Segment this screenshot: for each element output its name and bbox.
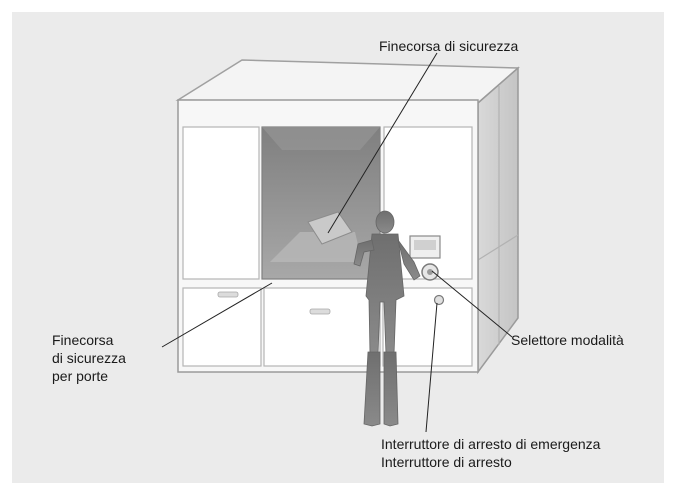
cabinet-right-side xyxy=(477,66,519,375)
inner-machine xyxy=(307,211,353,245)
door-safety-switch-label-line-1: Finecorsa xyxy=(52,332,114,348)
door-safety-switch-label-line-3: per porte xyxy=(52,368,109,384)
door-safety-switch-label: Finecorsa di sicurezza per porte xyxy=(52,331,126,385)
right-lower-panel xyxy=(382,287,473,367)
safety-limit-switch-label: Finecorsa di sicurezza xyxy=(379,38,519,54)
leader-line-top xyxy=(327,52,438,234)
door-safety-switch-label-line-2: di sicurezza xyxy=(52,350,126,366)
cabinet-top xyxy=(175,59,520,104)
leader-line-right xyxy=(431,270,513,338)
left-upper-panel xyxy=(182,126,260,280)
center-lower-panel xyxy=(263,287,381,367)
stop-switch-label-line: Interruttore di arresto xyxy=(381,454,512,470)
leader-line-left xyxy=(161,282,273,348)
stop-button xyxy=(433,294,445,306)
operator-silhouette xyxy=(353,210,421,427)
emergency-stop-switch-label: Interruttore di arresto di emergenza xyxy=(381,436,601,452)
stop-switch-label: Interruttore di arresto di emergenza Int… xyxy=(381,435,600,471)
leader-line-bottom xyxy=(425,302,438,433)
mode-selector-label: Selettore modalità xyxy=(511,332,624,348)
left-lower-panel xyxy=(182,287,262,367)
